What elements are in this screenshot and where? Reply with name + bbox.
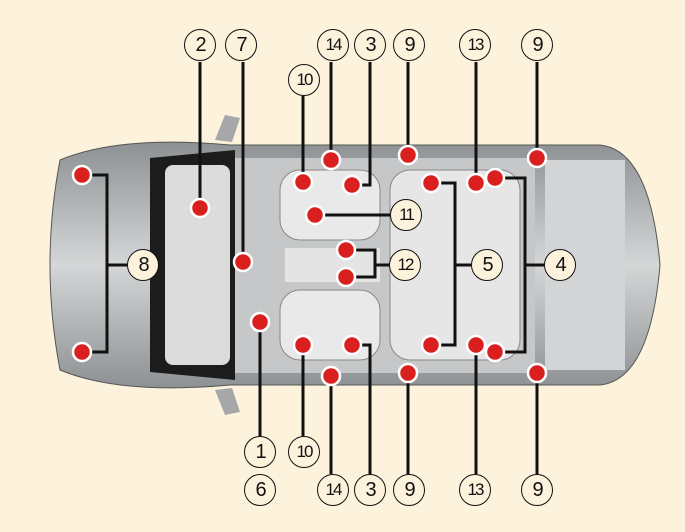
airbag-location-dot: [335, 239, 357, 261]
airbag-location-dot: [420, 172, 442, 194]
label-8: 8: [127, 249, 159, 281]
label-6: 6: [244, 474, 276, 506]
label-5: 5: [471, 249, 503, 281]
airbag-location-dot: [465, 334, 487, 356]
airbag-location-dot: [341, 334, 363, 356]
airbag-location-dot: [189, 197, 211, 219]
label-7: 7: [225, 29, 257, 61]
airbag-location-dot: [292, 171, 314, 193]
label-2: 2: [184, 29, 216, 61]
airbag-location-dot: [292, 334, 314, 356]
leader-lines: [82, 62, 544, 474]
label-13-top: 13: [459, 29, 491, 61]
airbag-location-dot: [335, 266, 357, 288]
label-10-bottom: 10: [288, 436, 320, 468]
label-11: 11: [390, 199, 422, 231]
airbag-location-dot: [341, 174, 363, 196]
label-3-top: 3: [354, 29, 386, 61]
label-14-top: 14: [317, 29, 349, 61]
airbag-location-dot: [420, 334, 442, 356]
label-4: 4: [544, 249, 576, 281]
airbag-location-dot: [71, 341, 93, 363]
label-3-bottom: 3: [354, 474, 386, 506]
airbag-location-dot: [304, 204, 326, 226]
label-9-bottom-a: 9: [393, 474, 425, 506]
airbag-location-dot: [484, 341, 506, 363]
airbag-location-dot: [397, 362, 419, 384]
label-13-bottom: 13: [459, 474, 491, 506]
airbag-location-dot: [397, 144, 419, 166]
label-9-top-b: 9: [521, 29, 553, 61]
mirror-top: [215, 115, 240, 142]
airbag-location-dot: [249, 311, 271, 333]
airbag-location-dot: [526, 147, 548, 169]
airbag-location-dot: [526, 362, 548, 384]
label-9-top-a: 9: [393, 29, 425, 61]
dashboard: [165, 165, 230, 365]
mirror-bottom: [215, 388, 240, 415]
airbag-location-dot: [320, 149, 342, 171]
airbag-location-dot: [465, 172, 487, 194]
airbag-location-dot: [484, 167, 506, 189]
label-14-bottom: 14: [317, 474, 349, 506]
airbag-location-dot: [320, 365, 342, 387]
airbag-location-dot: [232, 251, 254, 273]
label-1: 1: [244, 436, 276, 468]
airbag-location-dot: [71, 164, 93, 186]
label-10-top: 10: [288, 64, 320, 96]
label-12: 12: [389, 249, 421, 281]
label-9-bottom-b: 9: [521, 474, 553, 506]
